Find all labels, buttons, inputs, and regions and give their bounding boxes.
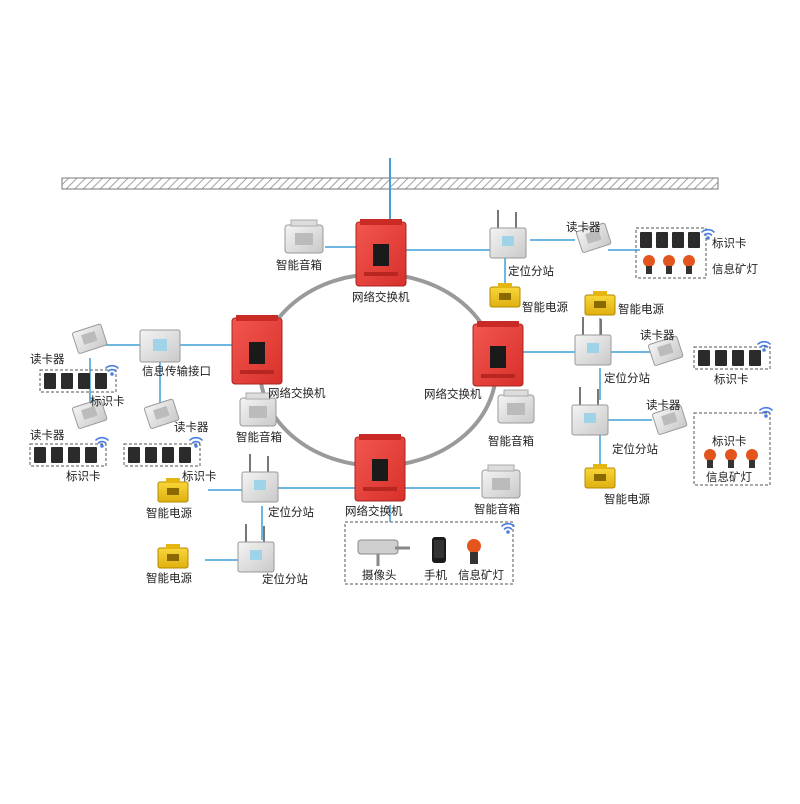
label-lamp-top-right: 信息矿灯 [712, 262, 758, 276]
wifi-icon [105, 364, 119, 376]
label-speaker-left: 智能音箱 [236, 430, 282, 444]
positioning-station-icon [574, 317, 612, 366]
network-switch-right [472, 321, 524, 387]
transmission-interface-icon [139, 329, 181, 363]
positioning-station-icon [571, 387, 609, 436]
smart-speaker-icon [497, 389, 535, 424]
label-power-left-2: 智能电源 [146, 571, 192, 585]
label-reader-right-1: 读卡器 [640, 328, 675, 342]
smart-speaker-icon [481, 464, 521, 499]
label-reader-right-2: 读卡器 [646, 398, 681, 412]
network-switch-bottom [354, 434, 406, 502]
positioning-station-icon [489, 210, 527, 259]
label-switch-left: 网络交换机 [268, 386, 326, 400]
smart-speaker-icon [284, 219, 324, 254]
label-switch-top: 网络交换机 [352, 290, 410, 304]
label-power-right-bottom: 智能电源 [604, 492, 650, 506]
card-lamp-group-top-right [635, 227, 707, 279]
card-reader-icon [72, 323, 108, 354]
label-reader-left-bottom: 读卡器 [30, 428, 65, 442]
label-card-top-right: 标识卡 [712, 236, 747, 250]
device-group-bottom [344, 521, 514, 585]
wifi-icon [701, 228, 715, 240]
card-reader-icon [144, 398, 180, 429]
cap-lamp-icon [467, 539, 481, 564]
label-card-left-bottom: 标识卡 [66, 469, 101, 483]
label-switch-bottom: 网络交换机 [345, 504, 403, 518]
label-switch-right: 网络交换机 [424, 387, 482, 401]
label-lamp-right-bottom: 信息矿灯 [706, 470, 752, 484]
phone-icon [432, 537, 446, 563]
label-station-top: 定位分站 [508, 264, 554, 278]
label-card-mid: 标识卡 [182, 469, 217, 483]
label-reader-top-right: 读卡器 [566, 220, 601, 234]
label-station-left-1: 定位分站 [268, 505, 314, 519]
label-power-right-top: 智能电源 [618, 302, 664, 316]
card-reader-icon [72, 398, 108, 429]
label-card-right-mid: 标识卡 [714, 372, 749, 386]
card-reader-icon [576, 222, 612, 253]
wifi-icon [757, 340, 771, 352]
label-card-left-top: 标识卡 [90, 394, 125, 408]
positioning-station-icon [237, 524, 275, 573]
wifi-icon [759, 406, 773, 418]
camera-icon [357, 539, 410, 566]
wifi-icon [501, 522, 515, 534]
wifi-icon [189, 436, 203, 448]
label-phone: 手机 [424, 568, 447, 582]
label-speaker-top: 智能音箱 [276, 258, 322, 272]
network-switch-left [231, 315, 283, 385]
positioning-station-icon [241, 454, 279, 503]
card-reader-icon [648, 335, 684, 366]
smart-power-icon [584, 464, 616, 489]
id-card-group-mid [123, 443, 201, 467]
wifi-icon [95, 436, 109, 448]
label-power-top: 智能电源 [522, 300, 568, 314]
label-reader-mid: 读卡器 [174, 420, 209, 434]
card-reader-icon [652, 404, 688, 435]
network-switch-top [355, 219, 407, 287]
label-reader-left-top: 读卡器 [30, 352, 65, 366]
card-lamp-group-bottom-right [693, 412, 771, 486]
label-lamp-bottom: 信息矿灯 [458, 568, 504, 582]
label-card-right-bottom: 标识卡 [712, 434, 747, 448]
label-station-right-2: 定位分站 [612, 442, 658, 456]
smart-power-icon [157, 478, 189, 503]
label-camera: 摄像头 [362, 568, 397, 582]
label-power-left-1: 智能电源 [146, 506, 192, 520]
label-interface: 信息传输接口 [142, 364, 211, 378]
smart-power-icon [157, 544, 189, 569]
label-station-left-2: 定位分站 [262, 572, 308, 586]
smart-speaker-icon [239, 392, 277, 427]
smart-power-icon [489, 283, 521, 308]
label-speaker-right: 智能音箱 [488, 434, 534, 448]
smart-power-icon [584, 291, 616, 316]
id-card-group-right-mid [693, 346, 771, 370]
label-station-right-1: 定位分站 [604, 371, 650, 385]
label-speaker-bottom: 智能音箱 [474, 502, 520, 516]
id-card-group-left-bottom [29, 443, 107, 467]
links [89, 239, 652, 561]
id-card-group-left-top [39, 369, 117, 393]
